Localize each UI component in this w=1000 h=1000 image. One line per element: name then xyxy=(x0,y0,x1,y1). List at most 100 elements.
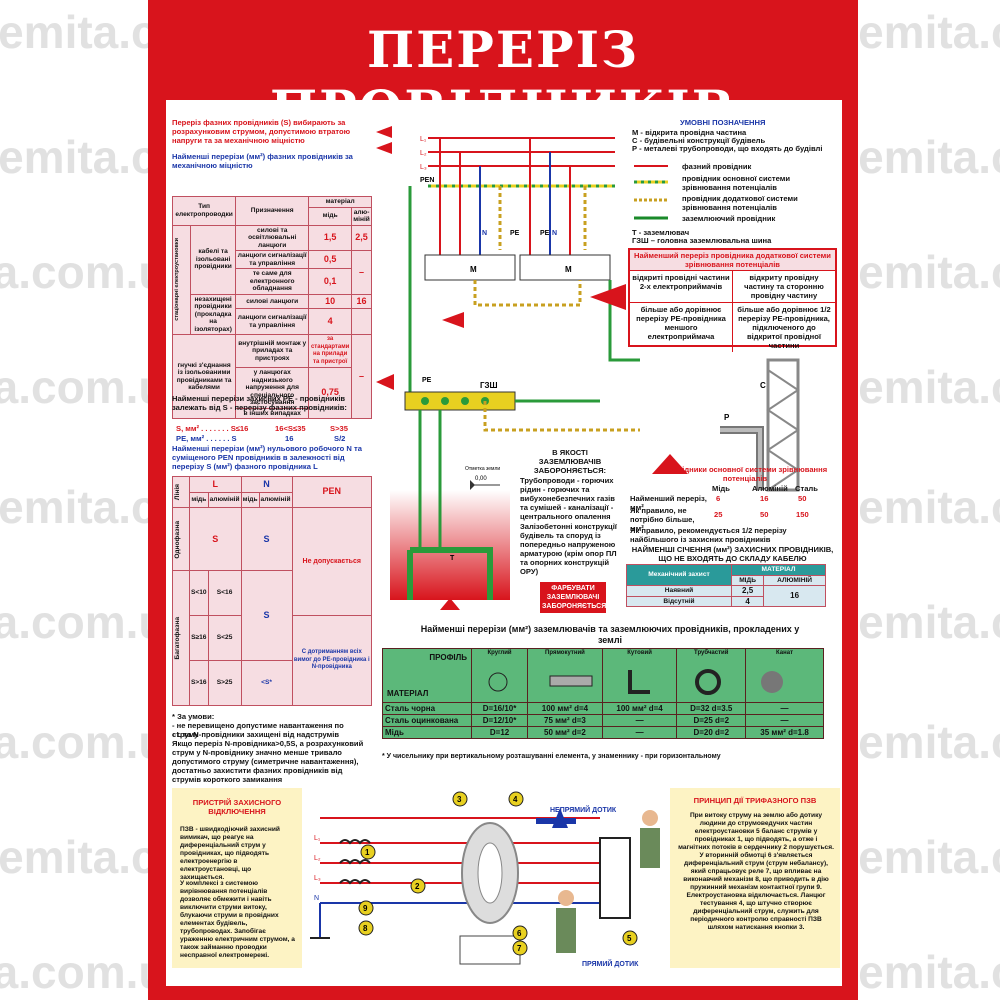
table-cell: S xyxy=(240,570,293,662)
row-single: Однофазна xyxy=(172,507,190,572)
condition-line: - не перевищено допустиме навантаження п… xyxy=(172,721,344,739)
direct-touch-label: ПРЯМИЙ ДОТИК xyxy=(582,959,639,968)
table-cell: 16 xyxy=(351,293,372,310)
th-l: L xyxy=(189,476,242,493)
forbidden-item: Трубопроводи - горючих рідин - горючих т… xyxy=(520,476,615,521)
table-cell: — xyxy=(745,714,824,727)
intro-subtitle: Найменші перерізи (мм²) фазних провідник… xyxy=(172,152,353,170)
rcd-num: 5 xyxy=(627,934,632,943)
label-pe: PE xyxy=(510,230,520,237)
label-n: N xyxy=(552,230,557,237)
table-cell: в інших випадках xyxy=(235,407,310,419)
th-cu: мідь xyxy=(189,491,209,509)
th-cu: мідь xyxy=(240,491,260,509)
ground-footnote: * У чисельнику при вертикальному розташу… xyxy=(382,753,721,760)
table-cell: за стандартами на прилади та пристрої xyxy=(308,334,353,368)
conductors-title: Провідники основної системи зрівнювання … xyxy=(662,465,828,483)
table-cell: 0,5 xyxy=(308,250,353,269)
pointer-arrows xyxy=(376,126,392,154)
table-cell: – xyxy=(351,250,372,295)
th-n: N xyxy=(240,476,293,493)
row-material: Сталь оцинкована xyxy=(382,714,472,727)
principle-box xyxy=(670,788,840,968)
legend-line: М - відкрита провідна частина xyxy=(632,128,747,137)
legend-title: УМОВНІ ПОЗНАЧЕННЯ xyxy=(680,118,766,127)
legend-item: провідник основної системи зрівнювання п… xyxy=(682,174,790,192)
th-al: алю-міній xyxy=(351,206,372,226)
forbidden-item: Залізобетонні конструкції будівель та сп… xyxy=(520,522,617,576)
th-type: Тип електропроводки xyxy=(171,196,237,226)
mech-strength-table: Тип електропроводки Призначення матеріал… xyxy=(171,196,372,419)
rcd-l3: L₃ xyxy=(314,875,321,882)
table-cell: S<25 xyxy=(207,615,242,662)
rcd-text: ПЗВ - швидкодіючий захисний вимикач, що … xyxy=(180,826,280,881)
table-cell: S<10 xyxy=(189,570,209,617)
principle-text: При витоку струму на землю або дотику лю… xyxy=(678,812,834,931)
conductors-h: Мідь xyxy=(712,484,730,493)
rcd-diagram: 3 4 1 2 6 7 5 9 8 L₁ L₂ L₃ N НЕПРЯМИЙ ДО… xyxy=(310,791,660,968)
th-al: АЛЮМІНІЙ xyxy=(763,574,826,586)
th-material: МАТЕРІАЛ xyxy=(730,564,827,576)
rcd-num: 9 xyxy=(363,904,368,913)
table-cell: 4 xyxy=(730,595,765,607)
table-cell: 2,5 xyxy=(351,224,372,251)
poster-title: ПЕРЕРІЗ ПРОВІДНИКІВ xyxy=(270,20,734,138)
pointer-arrow xyxy=(376,374,394,390)
table-cell: D=25 d=2 xyxy=(676,714,747,727)
profile-icons xyxy=(488,669,783,695)
legend-t: Т - заземлювач xyxy=(632,228,690,237)
table-cell: 100 мм² d=4 xyxy=(601,702,678,715)
table-cell: внутрішній монтаж у приладах та пристроя… xyxy=(235,334,310,368)
indirect-touch-label: НЕПРЯМИЙ ДОТИК xyxy=(550,805,617,814)
n-pen-title: Найменші перерізи (мм²) нульового робочо… xyxy=(172,444,362,471)
table-cell: силові ланцюги xyxy=(235,293,310,310)
th-material: матеріал xyxy=(308,196,372,208)
table-cell: 0,1 xyxy=(308,268,353,295)
th-purpose: Призначення xyxy=(235,196,310,226)
conductors-val: 150 xyxy=(796,510,809,519)
pe-value: PE, мм² . . . . . . S xyxy=(176,434,237,443)
conductors-val: 50 xyxy=(798,494,807,503)
legend-item: заземлюючий провідник xyxy=(682,214,776,223)
table-cell: Відсутній xyxy=(626,595,732,607)
table-cell: 100 мм² d=4 xyxy=(527,702,603,715)
pe-value: 16 xyxy=(285,434,294,443)
pointer-arrow xyxy=(652,454,688,474)
rcd-num: 2 xyxy=(415,882,420,891)
building-structure: С Р xyxy=(720,358,800,492)
label-gzsh: ГЗШ xyxy=(480,381,498,390)
condition-line: Якщо переріз N-провідника>0,5S, а розрах… xyxy=(172,739,364,784)
table-cell: 35 мм² d=1.8 xyxy=(745,726,824,739)
th-al: алюміній xyxy=(207,491,242,509)
label-l2: L₂ xyxy=(420,150,427,157)
th-cu: мідь xyxy=(308,206,353,226)
rcd-title: ПРИСТРІЙ ЗАХИСНОГО ВІДКЛЮЧЕННЯ xyxy=(192,798,282,816)
conductors-note: Як правило, рекомендується 1/2 перерізу … xyxy=(630,526,787,544)
th-pen: PEN xyxy=(291,475,373,509)
conductors-val: 16 xyxy=(760,494,769,503)
conductors-val: 50 xyxy=(760,510,769,519)
table-cell: – xyxy=(351,334,372,419)
label-pe: PE xyxy=(540,230,550,237)
table-cell: Наявний xyxy=(626,585,732,597)
label-p: Р xyxy=(724,413,730,422)
worker-icon xyxy=(642,810,658,826)
label-level: Отметка земли xyxy=(465,466,500,472)
table-cell: у ланцюгах наднизького напруження для сп… xyxy=(235,367,310,409)
rcd-l1: L₁ xyxy=(314,835,321,842)
additional-system-box: Найменший переріз провідника додаткової … xyxy=(628,248,837,352)
legend-line: С - будівельні конструкції будівель xyxy=(632,136,766,145)
rcd-num: 1 xyxy=(365,848,370,857)
rcd-box xyxy=(172,788,302,968)
n-pen-table: Лінія L N PEN мідь алюміній мідь алюміні… xyxy=(172,475,373,706)
label-l1: L₁ xyxy=(420,136,427,143)
table-cell: 75 мм² d=3 xyxy=(527,714,603,727)
ground-table-title: Найменші перерізи (мм²) заземлювачів та … xyxy=(420,624,800,645)
table-cell: 10 xyxy=(308,293,353,310)
add-box-cell: більше або дорівнює 1/2 перерізу PE-пров… xyxy=(737,305,831,350)
pe-s: S, мм² . . . . . . . S≤16 xyxy=(176,424,249,433)
grounding-diagram: M M L₁ L₂ L₃ PEN N PE PE N PE ГЗШ Отметк… xyxy=(390,136,640,610)
table-cell: S<16 xyxy=(207,570,242,617)
label-m: M xyxy=(565,265,572,274)
conductors-h: Алюміній xyxy=(752,484,788,493)
